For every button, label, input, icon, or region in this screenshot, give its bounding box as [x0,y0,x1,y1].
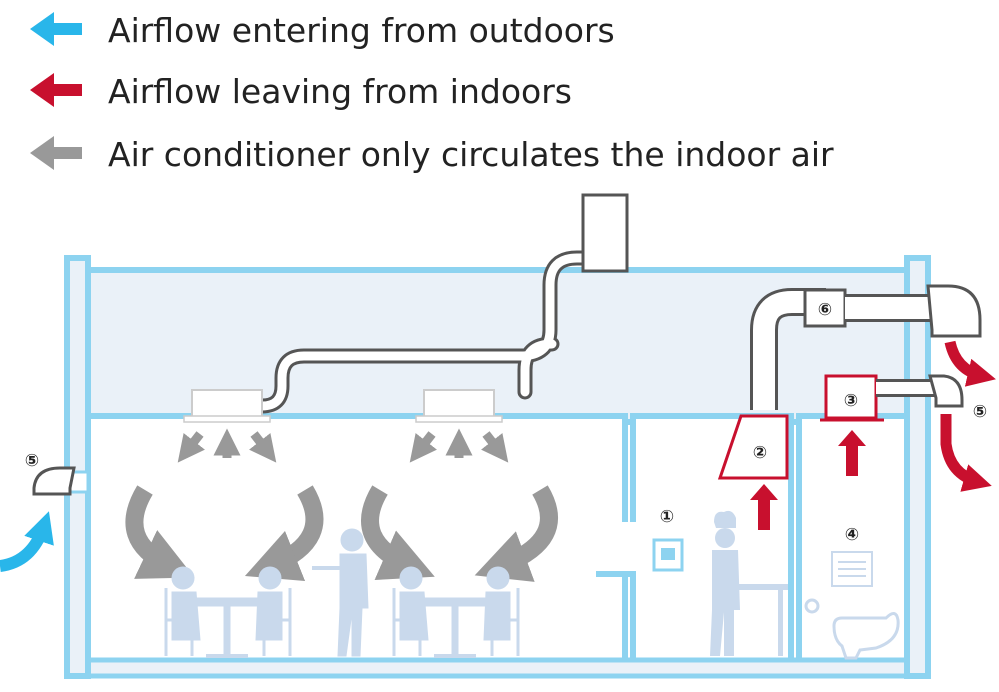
diner-head [258,566,282,590]
diner-body [483,591,511,641]
waiter-body [337,553,369,657]
blue-arrow-icon [0,511,54,572]
toilet-icon [832,612,900,660]
table-leg [223,605,231,657]
chair [262,588,292,656]
range-hood-icon [717,414,789,480]
chef-hat [714,510,736,528]
marker-3: ③ [844,391,858,411]
blue-arrow-icon [30,12,82,46]
left-intake [0,466,76,572]
diner-head [486,566,510,590]
red-arrow-icon [30,73,82,107]
chair [392,588,422,656]
gray-arrow-icon [474,485,558,582]
gray-arrow-icon [177,431,205,463]
refrigerant-piping [254,193,629,414]
marker-5-right: ⑤ [973,402,987,422]
chair [490,588,520,656]
kitchen [652,284,982,656]
red-arrow-icon [750,484,778,530]
paper-holder [804,598,820,614]
ceiling-ac-icon [423,389,495,419]
toilet [804,374,964,660]
outdoor-hood-top-icon [926,284,982,338]
ceiling-ac-right [415,389,503,423]
legend: Airflow entering from outdoors Airflow l… [30,11,834,174]
chair [164,588,194,656]
ceiling-ac-icon [191,389,263,419]
gray-arrow-icon [125,485,195,579]
ceiling-ac-left [183,389,271,423]
gray-arrow-icon [244,485,324,582]
legend-item-indoor: Airflow leaving from indoors [30,72,572,111]
gray-arrow-icon [481,431,509,463]
outdoor-hood-left-icon [32,466,76,496]
gray-arrow-icon [361,485,435,581]
diner-body [255,591,283,641]
marker-1: ① [660,507,674,527]
legend-label-outdoor: Airflow entering from outdoors [108,11,615,50]
diner-head [399,566,423,590]
red-arrow-icon [940,414,992,492]
dining-silhouettes [164,528,520,658]
red-arrow-icon [838,430,866,476]
exhaust-arrows [940,340,996,492]
marker-4: ④ [845,525,859,545]
right-wall [904,255,931,679]
diner-head [171,566,195,590]
exhaust-fan-icon [824,374,878,420]
hood-duct-inner [753,291,826,410]
gray-arrow-icon [30,136,82,170]
pipe-inner [257,253,590,411]
waiter-head [340,528,364,552]
floor-slab [64,657,931,679]
outdoor-hood-right-icon [928,374,964,408]
legend-item-outdoor: Airflow entering from outdoors [30,11,615,50]
outdoor-unit-icon [581,193,629,273]
diner-body [171,591,201,641]
chef-silhouette [710,510,788,656]
control-panel-screen [661,548,675,560]
gray-arrow-icon [409,431,437,463]
counter-leg [778,590,783,656]
marker-5-left: ⑤ [25,451,39,471]
legend-label-circulation: Air conditioner only circulates the indo… [108,135,834,174]
table-top [421,597,489,607]
grille-lines [838,561,866,577]
diner-body [399,591,429,641]
chef-head [715,528,735,548]
kitchen-counter [738,584,788,590]
ac-grille [415,415,503,423]
red-arrow-icon [944,340,996,387]
table-top [193,597,261,607]
legend-label-indoor: Airflow leaving from indoors [108,72,572,111]
table-leg [451,605,459,657]
ac-grille [183,415,271,423]
number-markers: ① ② ③ ④ ⑤ ⑤ ⑥ [25,300,987,545]
chef-body [710,550,740,656]
door-opening [620,522,638,572]
marker-6: ⑥ [818,300,832,320]
gray-arrow-icon [249,431,277,463]
circulation-arrows [125,428,558,582]
marker-2: ② [753,443,767,463]
legend-item-circulation: Air conditioner only circulates the indo… [30,135,834,174]
